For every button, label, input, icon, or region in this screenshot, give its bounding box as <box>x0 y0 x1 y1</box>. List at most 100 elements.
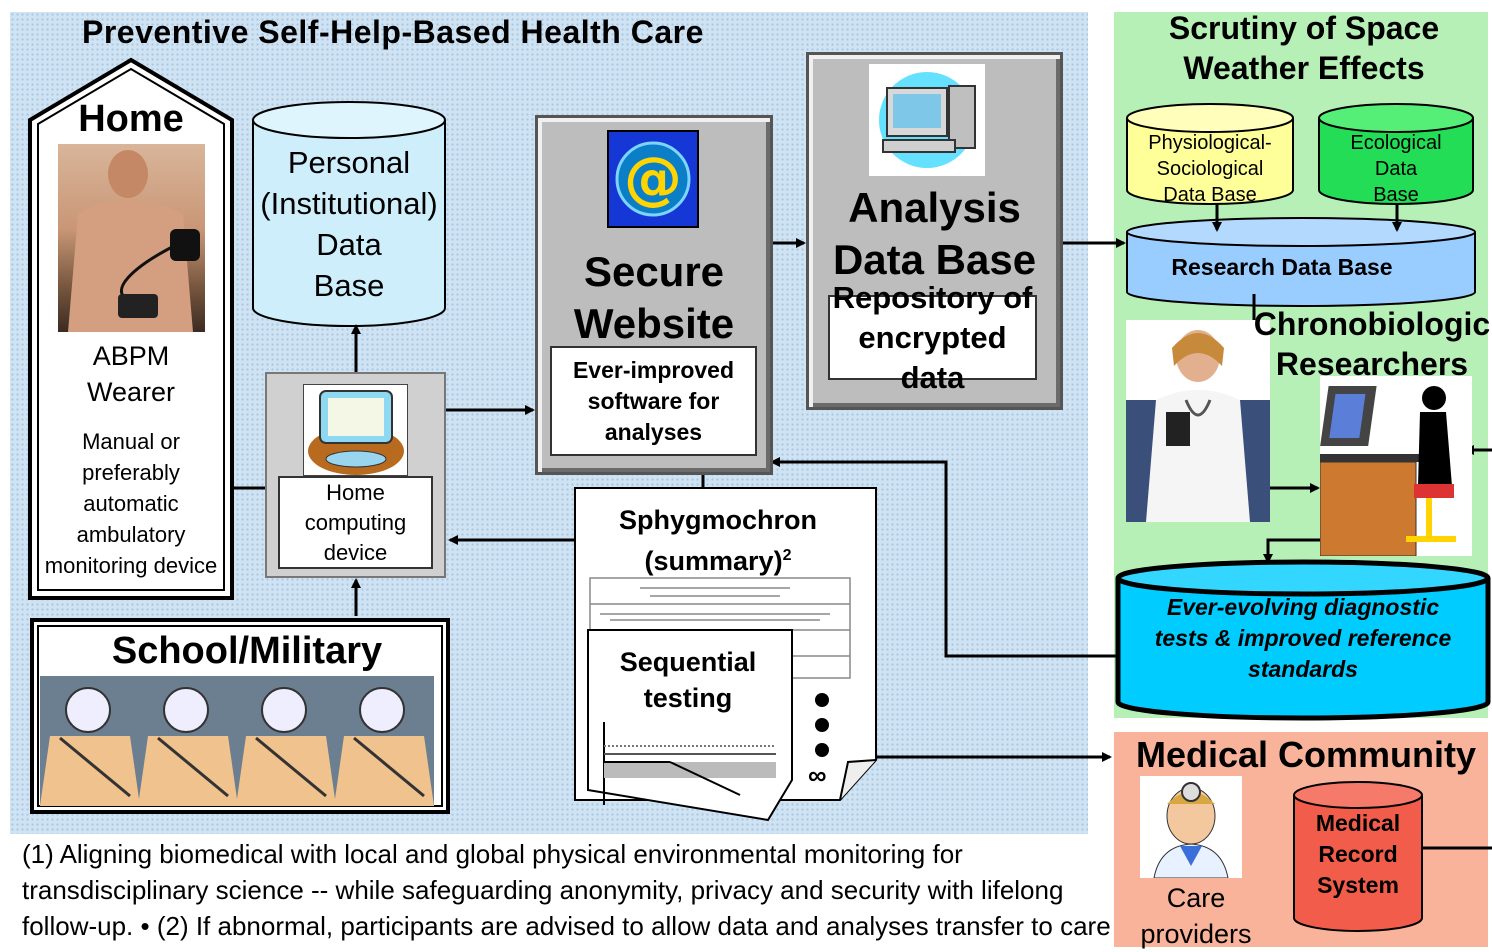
desktop-computer-icon <box>308 390 404 475</box>
sequential-testing-line1: Sequential <box>619 647 757 677</box>
medical-record-line3: System <box>1317 872 1399 898</box>
care-providers-label: Care providers <box>1120 880 1272 952</box>
school-military-illustration <box>40 676 434 806</box>
personal-db-line2: (Institutional) <box>260 186 438 221</box>
evolving-diagnostics-line2: tests & improved reference <box>1154 625 1452 651</box>
home-computing-line2: computing <box>304 509 407 535</box>
website-software-line1: Ever-improved <box>572 356 735 383</box>
student-figure-4 <box>334 687 434 806</box>
abpm-desc-line2: preferably <box>82 460 180 485</box>
school-military-title: School/Military <box>111 630 383 672</box>
ecological-db-line2: Data <box>1374 158 1418 180</box>
abpm-wearer-figure <box>68 150 200 332</box>
abpm-wearer-photo <box>58 144 205 332</box>
sphygmochron-line2: (summary)2 <box>645 538 792 579</box>
caption-line2: transdisciplinary science -- while safeg… <box>22 875 1064 905</box>
medical-record-line1: Medical <box>1315 810 1401 836</box>
space-weather-title-line2: Weather Effects <box>1183 50 1425 86</box>
student-figure-2 <box>138 687 238 806</box>
caption-line1: (1) Aligning biomedical with local and g… <box>22 839 963 869</box>
abpm-wearer-line2: Wearer <box>86 377 176 407</box>
personal-db-line3: Data <box>316 227 382 262</box>
physiological-db-line2: Sociological <box>1156 158 1264 180</box>
abpm-desc-line4: ambulatory <box>76 522 186 547</box>
computer-workstation-icon <box>879 72 976 168</box>
analysis-db-line2: Data Base <box>832 236 1037 283</box>
sphygmochron-line1: Sphygmochron <box>618 505 817 535</box>
doctor-photo <box>1126 320 1270 522</box>
students-wearing-monitors-illustration <box>40 687 434 806</box>
medical-community-title: Medical Community <box>1135 734 1477 775</box>
physiological-db-cylinder <box>1126 103 1294 205</box>
website-software-line3: analyses <box>604 418 703 445</box>
sphygmochron-title: Sphygmochron (summary)2 <box>590 502 846 579</box>
personal-db-line4: Base <box>313 268 385 303</box>
website-software-label: Ever-improved software for analyses <box>550 346 757 456</box>
footnote-marker-2: 2 <box>782 547 792 564</box>
home-computing-line3: device <box>323 539 388 565</box>
continuation-dots <box>815 693 829 757</box>
abpm-wearer-line1: ABPM <box>92 341 170 371</box>
footnote-caption: (1) Aligning biomedical with local and g… <box>22 836 1112 944</box>
personal-db-label: Personal (Institutional) Data Base <box>253 142 445 306</box>
space-weather-title-line1: Scrutiny of Space <box>1168 10 1440 46</box>
arrow-researchers-to-evolving <box>1263 538 1320 564</box>
medical-record-system-label: Medical Record System <box>1294 808 1422 901</box>
chronobiologic-researchers-label: Chronobiologic Researchers <box>1254 304 1490 384</box>
care-providers-line2: providers <box>1140 919 1252 949</box>
ecological-db-label: Ecological Data Base <box>1319 130 1473 208</box>
website-software-line2: software for <box>587 387 720 414</box>
analysis-db-title: Analysis Data Base <box>812 182 1057 286</box>
evolving-diagnostics-label: Ever-evolving diagnostic tests & improve… <box>1120 592 1486 685</box>
svg-text:@: @ <box>624 144 682 212</box>
physiological-db-label: Physiological- Sociological Data Base <box>1127 130 1293 208</box>
analysis-db-line1: Analysis <box>848 184 1021 231</box>
encrypted-repository-line1: Repository of <box>832 279 1033 315</box>
home-computing-line1: Home <box>326 479 385 505</box>
evolving-diagnostics-line1: Ever-evolving diagnostic <box>1166 594 1440 620</box>
researcher-silhouette <box>1320 386 1456 556</box>
abpm-desc-line1: Manual or <box>82 429 180 454</box>
female-doctor-figure <box>1126 320 1270 522</box>
ecological-db-line3: Base <box>1373 184 1419 206</box>
care-provider-picture <box>1140 776 1242 878</box>
email-at-icon: @ <box>615 141 691 217</box>
analysis-computer-picture <box>869 64 985 176</box>
medical-record-line2: Record <box>1318 841 1398 867</box>
doctor-head-mirror-icon <box>1153 782 1229 878</box>
ecological-db-cylinder <box>1318 103 1474 205</box>
physiological-db-line1: Physiological- <box>1148 132 1272 154</box>
abpm-wearer-label: ABPM Wearer <box>30 338 232 410</box>
caption-line3: follow-up. • (2) If abnormal, participan… <box>22 911 1111 941</box>
home-computing-label: Home computing device <box>278 476 433 569</box>
ecological-db-line1: Ecological <box>1350 132 1442 154</box>
secure-website-line2: Website <box>573 300 735 347</box>
home-title: Home <box>78 98 184 140</box>
preventive-title: Preventive Self-Help-Based Health Care <box>82 14 704 50</box>
abpm-device-description: Manual or preferably automatic ambulator… <box>30 426 232 581</box>
sequential-testing-line2: testing <box>643 683 733 713</box>
care-providers-line1: Care <box>1166 883 1226 913</box>
abpm-desc-line5: monitoring device <box>44 553 218 578</box>
at-sign-icon: @ <box>607 130 699 228</box>
chronobiologic-line1: Chronobiologic <box>1253 306 1491 342</box>
personal-db-line1: Personal <box>287 145 411 180</box>
home-computer-picture <box>303 384 408 476</box>
research-db-label: Research Data Base <box>1171 254 1393 280</box>
personal-db-cylinder <box>252 101 446 327</box>
sphygmochron-summary-text: (summary) <box>644 546 783 576</box>
secure-website-line1: Secure <box>583 248 725 295</box>
arrow-evolving-to-website <box>770 457 1118 658</box>
student-figure-1 <box>40 687 140 806</box>
student-figure-3 <box>236 687 336 806</box>
evolving-diagnostics-line3: standards <box>1248 656 1358 682</box>
evolving-db-cylinder <box>1115 559 1491 721</box>
abpm-desc-line3: automatic <box>83 491 179 516</box>
physiological-db-line3: Data Base <box>1163 184 1257 206</box>
space-weather-title: Scrutiny of Space Weather Effects <box>1114 8 1492 88</box>
researcher-at-computer-picture <box>1320 376 1472 556</box>
sequential-testing-chart <box>603 722 776 805</box>
sequential-testing-label: Sequential testing <box>592 644 784 716</box>
encrypted-repository-label: Repository of encrypted data <box>828 280 1037 395</box>
